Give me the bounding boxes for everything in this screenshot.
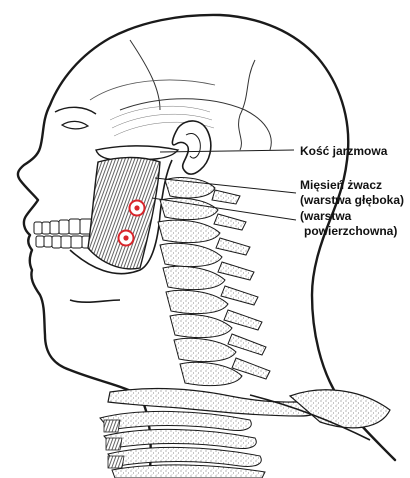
cervical-spine (158, 178, 242, 386)
label-masseter-superficial-1: (warstwa (300, 209, 351, 223)
leader-zygomatic (160, 150, 294, 152)
label-masseter-deep: (warstwa głęboka) (300, 193, 404, 207)
temporal-line (90, 80, 215, 100)
ear (172, 121, 210, 174)
teeth (34, 219, 94, 248)
eyebrow (55, 107, 96, 114)
trigger-point-upper (130, 201, 145, 216)
label-masseter: Mięsień żwacz (300, 178, 382, 192)
coronal-suture (130, 40, 160, 110)
ribs (100, 411, 265, 478)
trigger-point-lower (119, 231, 134, 246)
label-masseter-superficial-2: powierzchowna) (304, 224, 397, 238)
lambdoid-suture (239, 60, 255, 150)
masseter-muscle (88, 158, 160, 269)
label-zygomatic-bone: Kość jarzmowa (300, 144, 387, 158)
eye (62, 121, 88, 129)
throat-outline (70, 300, 120, 302)
scapula-acromion (290, 390, 390, 428)
